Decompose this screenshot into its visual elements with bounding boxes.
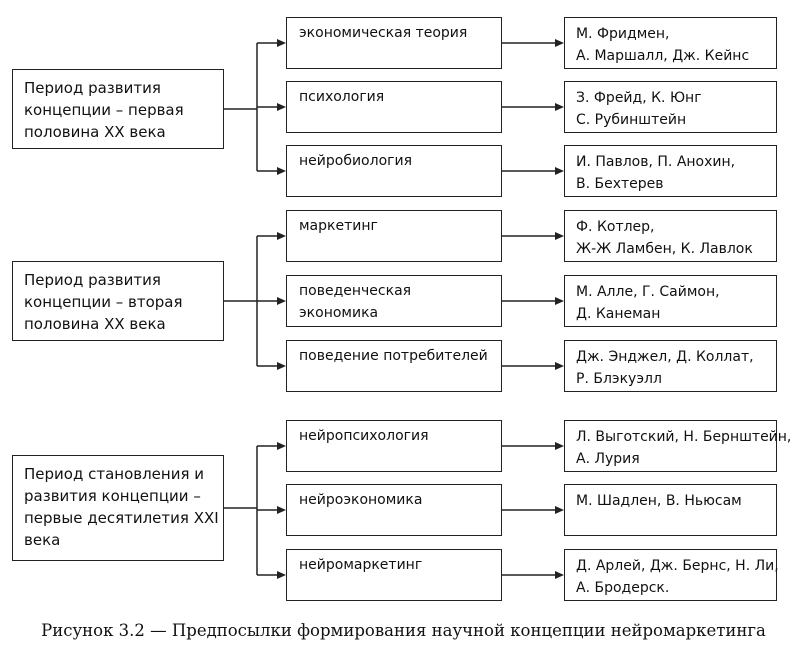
arrow-head: [555, 232, 564, 240]
arrow-head: [277, 103, 286, 111]
field-box-line: поведение потребителей: [299, 348, 488, 364]
field-box-line: поведенческая: [299, 283, 412, 299]
authors-box-line: Дж. Энджел, Д. Коллат,: [576, 349, 754, 365]
figure-caption: Рисунок 3.2 — Предпосылки формирования н…: [41, 621, 766, 640]
authors-box-line: И. Павлов, П. Анохин,: [576, 154, 736, 170]
authors-box-line: Д. Арлей, Дж. Бернс, Н. Ли,: [576, 558, 779, 574]
authors-box-line: Р. Блэкуэлл: [576, 371, 662, 387]
authors-box: М. Шадлен, В. Ньюсам: [564, 484, 777, 536]
authors-box-line: А. Лурия: [576, 451, 640, 467]
authors-box-line: В. Бехтерев: [576, 176, 664, 192]
period-box: Период развития концепции – вторая половин…: [12, 261, 224, 341]
authors-box-line: С. Рубинштейн: [576, 112, 687, 128]
authors-box: З. Фрейд, К. Юнг С. Рубинштейн: [564, 81, 777, 133]
field-box: нейропсихология: [286, 420, 502, 472]
period-box-line: первые десятилетия XXI: [24, 509, 219, 527]
arrow-head: [277, 39, 286, 47]
field-box-line: экономическая теория: [299, 25, 468, 41]
authors-box: М. Фридмен, А. Маршалл, Дж. Кейнс: [564, 17, 777, 69]
authors-box-line: Д. Канеман: [576, 306, 661, 322]
field-box-line: психология: [299, 89, 385, 105]
field-box: нейромаркетинг: [286, 549, 502, 601]
period-box-line: Период развития: [24, 79, 161, 97]
authors-box-line: А. Маршалл, Дж. Кейнс: [576, 48, 750, 64]
authors-box-line: М. Шадлен, В. Ньюсам: [576, 493, 742, 509]
field-box-line: нейропсихология: [299, 428, 429, 444]
arrow-head: [555, 39, 564, 47]
arrow-head: [555, 167, 564, 175]
authors-box-line: Ж-Ж Ламбен, К. Лавлок: [576, 241, 753, 257]
arrow-head: [277, 297, 286, 305]
authors-box: Дж. Энджел, Д. Коллат, Р. Блэкуэлл: [564, 340, 777, 392]
arrow-head: [555, 571, 564, 579]
field-box: поведенческая экономика: [286, 275, 502, 327]
field-box: психология: [286, 81, 502, 133]
period-box-line: Период развития: [24, 271, 161, 289]
authors-box-line: М. Алле, Г. Саймон,: [576, 284, 720, 300]
arrow-head: [277, 506, 286, 514]
period-box-line: концепции – вторая: [24, 293, 183, 311]
field-box: нейроэкономика: [286, 484, 502, 536]
arrow-head: [555, 506, 564, 514]
period-box-line: половина XX века: [24, 315, 166, 333]
field-box-line: нейроэкономика: [299, 492, 423, 508]
authors-box-line: А. Бродерск.: [576, 580, 670, 596]
authors-box: М. Алле, Г. Саймон, Д. Канеман: [564, 275, 777, 327]
period-box-line: половина XX века: [24, 123, 166, 141]
authors-box-line: Л. Выготский, Н. Бернштейн,: [576, 429, 792, 445]
arrow-head: [555, 103, 564, 111]
authors-box-line: З. Фрейд, К. Юнг: [576, 90, 702, 106]
field-box: экономическая теория: [286, 17, 502, 69]
field-box: маркетинг: [286, 210, 502, 262]
period-box: Период развития концепции – первая половин…: [12, 69, 224, 149]
period-box-line: века: [24, 531, 61, 549]
field-box-line: нейробиология: [299, 153, 413, 169]
arrow-head: [277, 362, 286, 370]
arrow-head: [555, 297, 564, 305]
period-box-line: развития концепции –: [24, 487, 201, 505]
arrow-head: [277, 442, 286, 450]
period-box-line: Период становления и: [24, 465, 205, 483]
field-box-line: нейромаркетинг: [299, 557, 423, 573]
arrow-head: [277, 232, 286, 240]
field-box-line: экономика: [299, 305, 379, 321]
authors-box-line: М. Фридмен,: [576, 26, 670, 42]
period-box-line: концепции – первая: [24, 101, 184, 119]
arrow-head: [555, 362, 564, 370]
field-box: поведение потребителей: [286, 340, 502, 392]
arrow-head: [277, 167, 286, 175]
authors-box: Д. Арлей, Дж. Бернс, Н. Ли, А. Бродерск.: [564, 549, 779, 601]
arrow-head: [277, 571, 286, 579]
authors-box-line: Ф. Котлер,: [576, 219, 655, 235]
field-box-line: маркетинг: [299, 218, 378, 234]
authors-box: Ф. Котлер, Ж-Ж Ламбен, К. Лавлок: [564, 210, 777, 262]
arrow-head: [555, 442, 564, 450]
period-box: Период становления и развития концепции –…: [12, 455, 224, 561]
field-box: нейробиология: [286, 145, 502, 197]
authors-box: Л. Выготский, Н. Бернштейн, А. Лурия: [564, 420, 792, 472]
authors-box: И. Павлов, П. Анохин, В. Бехтерев: [564, 145, 777, 197]
